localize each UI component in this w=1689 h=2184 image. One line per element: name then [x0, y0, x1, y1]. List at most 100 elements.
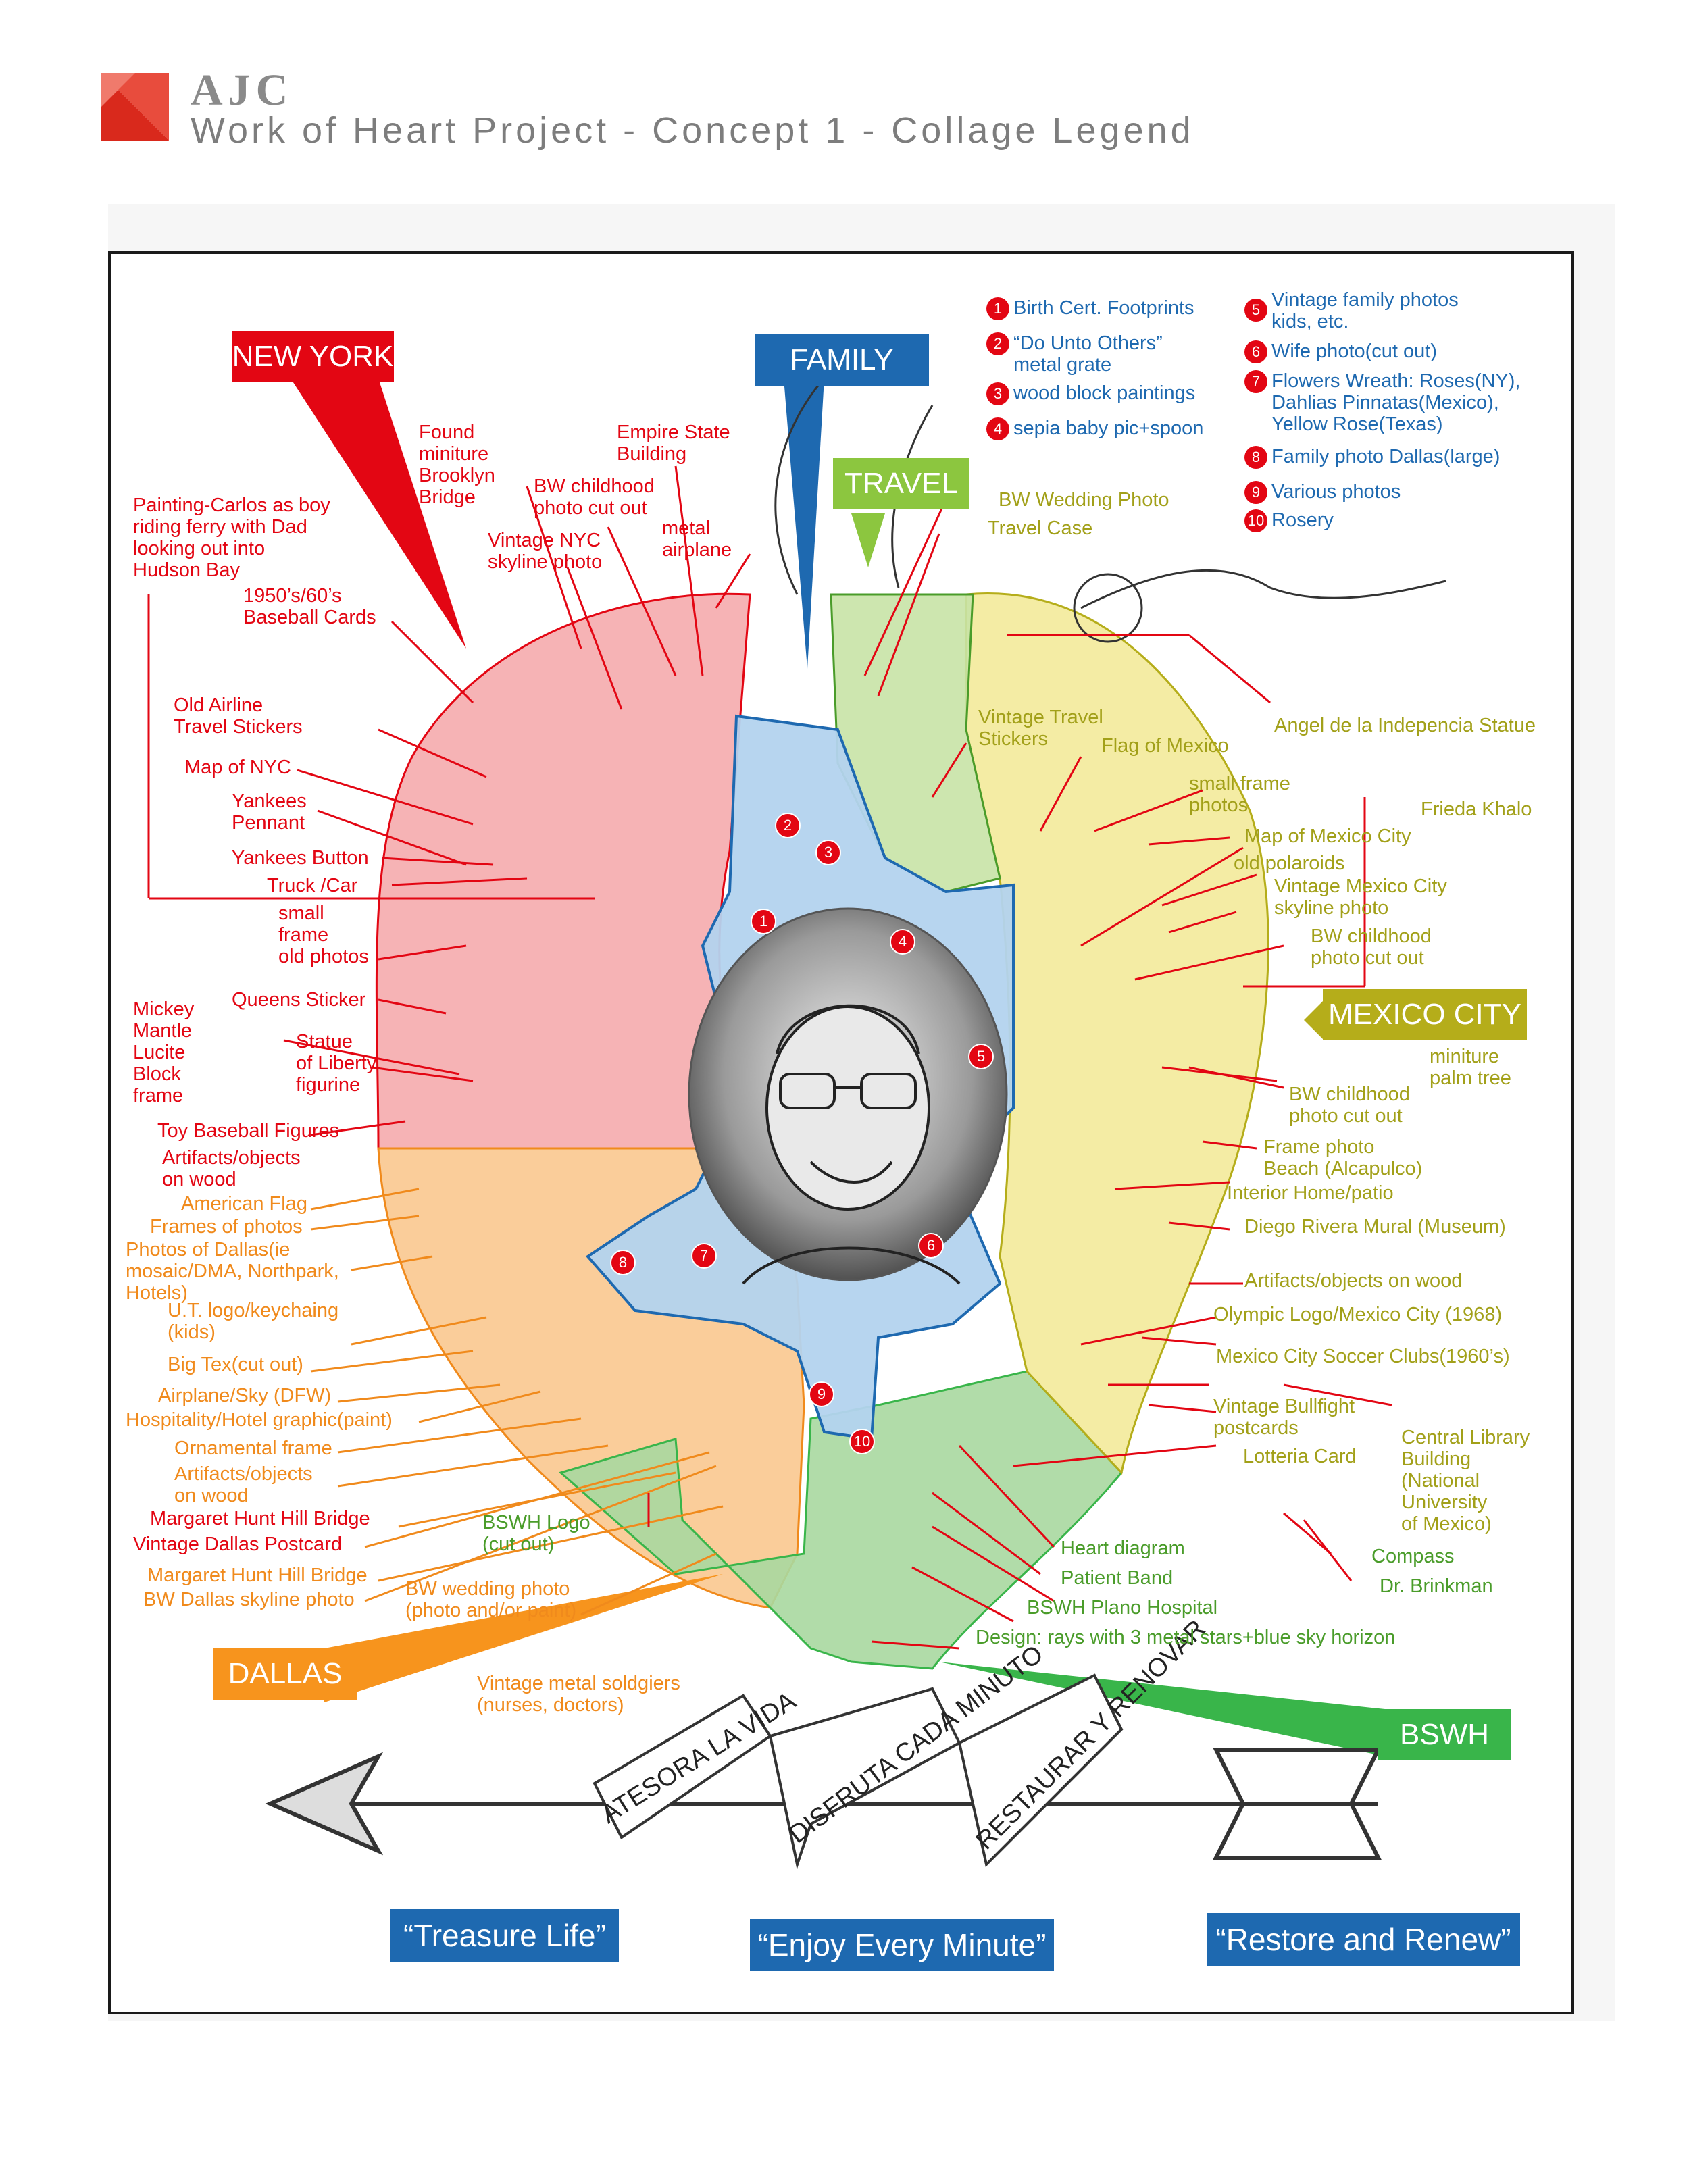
- label-margaret-hunt-1: Margaret Hunt Hill Bridge: [150, 1508, 370, 1529]
- label-truck-car: Truck /Car: [267, 875, 358, 896]
- label-painting-carlos: Painting-Carlos as boy riding ferry with…: [133, 494, 330, 581]
- region-mexico: [965, 592, 1269, 1475]
- motto-enjoy-every-minute: “Enjoy Every Minute”: [750, 1919, 1054, 1971]
- bswh-pointer: [939, 1662, 1385, 1756]
- ajc-logo-icon: [101, 73, 169, 141]
- banner-ribbon: [593, 1673, 1124, 1870]
- label-compass: Compass: [1371, 1546, 1455, 1567]
- label-vintage-mexico-skyline: Vintage Mexico City skyline photo: [1274, 875, 1447, 919]
- tag-family: FAMILY: [755, 334, 929, 386]
- label-frieda-khalo: Frieda Khalo: [1421, 798, 1532, 820]
- new-york-pointer: [291, 378, 466, 649]
- label-travel-case: Travel Case: [988, 517, 1093, 539]
- label-bswh-plano-hospital: BSWH Plano Hospital: [1027, 1597, 1218, 1619]
- tag-new-york: NEW YORK: [232, 331, 394, 382]
- label-bw-childhood-mexico-1: BW childhood photo cut out: [1311, 925, 1432, 969]
- label-bw-wedding-photo: BW Wedding Photo: [999, 489, 1169, 511]
- label-artifacts-dallas: Artifacts/objects on wood: [174, 1463, 313, 1506]
- page-title: Work of Heart Project - Concept 1 - Coll…: [191, 110, 1194, 151]
- label-bw-dallas-skyline: BW Dallas skyline photo: [143, 1589, 355, 1610]
- brand-name: AJC: [191, 66, 294, 115]
- label-frames-photos: Frames of photos: [150, 1216, 303, 1238]
- label-diego-rivera: Diego Rivera Mural (Museum): [1244, 1216, 1506, 1238]
- label-lotteria-card: Lotteria Card: [1243, 1446, 1357, 1467]
- label-toy-baseball: Toy Baseball Figures: [157, 1120, 340, 1142]
- label-angel-independencia: Angel de la Indepencia Statue: [1274, 715, 1536, 736]
- legend-item: 2“Do Unto Others” metal grate: [986, 332, 1163, 376]
- marker-6: 6: [918, 1233, 944, 1259]
- label-mickey-mantle: Mickey Mantle Lucite Block frame: [133, 998, 195, 1107]
- marker-3: 3: [815, 840, 841, 865]
- tag-travel: TRAVEL: [833, 458, 969, 509]
- marker-1: 1: [751, 909, 776, 934]
- dallas-pointer: [324, 1574, 723, 1702]
- label-bw-childhood-ny: BW childhood photo cut out: [534, 476, 655, 519]
- marker-10: 10: [849, 1429, 875, 1454]
- label-yankees-button: Yankees Button: [232, 847, 369, 869]
- label-patient-band: Patient Band: [1061, 1567, 1174, 1589]
- label-map-nyc: Map of NYC: [184, 757, 291, 778]
- label-brooklyn-bridge: Found miniture Brooklyn Bridge: [419, 422, 495, 508]
- label-flag-mexico: Flag of Mexico: [1101, 735, 1229, 757]
- label-central-library: Central Library Building (National Unive…: [1401, 1427, 1530, 1535]
- label-dr-brinkman: Dr. Brinkman: [1380, 1575, 1493, 1597]
- label-ut-logo: U.T. logo/keychaing (kids): [168, 1300, 339, 1343]
- label-design-rays: Design: rays with 3 metal stars+blue sky…: [976, 1627, 1396, 1648]
- motto-restore-renew: “Restore and Renew”: [1207, 1913, 1520, 1966]
- marker-5: 5: [968, 1044, 994, 1069]
- label-vintage-nyc-skyline: Vintage NYC skyline photo: [488, 530, 603, 573]
- label-bullfight-postcards: Vintage Bullfight postcards: [1213, 1396, 1355, 1439]
- label-airplane-dfw: Airplane/Sky (DFW): [158, 1385, 332, 1406]
- label-bw-wedding-dallas: BW wedding photo (photo and/or paint): [405, 1578, 577, 1621]
- label-american-flag: American Flag: [181, 1193, 307, 1215]
- label-metal-airplane: metal airplane: [662, 517, 732, 561]
- label-interior-home: Interior Home/patio: [1227, 1182, 1394, 1204]
- label-photos-dallas: Photos of Dallas(ie mosaic/DMA, Northpar…: [126, 1239, 339, 1304]
- label-hospitality-graphic: Hospitality/Hotel graphic(paint): [126, 1409, 393, 1431]
- family-pointer: [784, 378, 824, 669]
- label-airline-stickers: Old Airline Travel Stickers: [174, 694, 303, 738]
- label-small-frame-mexico: small frame photos: [1189, 773, 1290, 816]
- label-artifacts-mexico: Artifacts/objects on wood: [1244, 1270, 1463, 1292]
- label-empire-state: Empire State Building: [617, 422, 730, 465]
- label-heart-diagram: Heart diagram: [1061, 1538, 1185, 1559]
- label-ornamental-frame: Ornamental frame: [174, 1438, 332, 1459]
- tag-bswh: BSWH: [1378, 1709, 1511, 1760]
- marker-7: 7: [691, 1243, 717, 1269]
- label-vintage-dallas-postcard: Vintage Dallas Postcard: [133, 1533, 342, 1555]
- label-olympic-logo: Olympic Logo/Mexico City (1968): [1213, 1304, 1503, 1325]
- tag-mexico-city: MEXICO CITY: [1323, 989, 1527, 1040]
- marker-4: 4: [890, 929, 915, 955]
- label-soccer-clubs: Mexico City Soccer Clubs(1960’s): [1216, 1346, 1510, 1367]
- label-queens-sticker: Queens Sticker: [232, 989, 366, 1011]
- label-miniture-palm-tree: miniture palm tree: [1430, 1046, 1511, 1089]
- label-margaret-hunt-2: Margaret Hunt Hill Bridge: [147, 1565, 368, 1586]
- label-vintage-travel-stickers: Vintage Travel Stickers: [978, 707, 1103, 750]
- tag-dallas: DALLAS: [213, 1648, 357, 1700]
- marker-9: 9: [809, 1381, 834, 1407]
- label-small-frame-ny: small frame old photos: [278, 903, 369, 967]
- portrait-sketch: [742, 1004, 961, 1285]
- label-yankees-pennant: Yankees Pennant: [232, 790, 307, 834]
- motto-treasure-life: “Treasure Life”: [390, 1909, 619, 1962]
- label-big-tex: Big Tex(cut out): [168, 1354, 303, 1375]
- label-statue-liberty: Statue of Liberty figurine: [296, 1031, 377, 1096]
- label-map-mexico-city: Map of Mexico City: [1244, 826, 1411, 847]
- label-baseball-cards: 1950’s/60’s Baseball Cards: [243, 585, 376, 628]
- leader-lines: [147, 465, 1392, 1650]
- label-old-polaroids: old polaroids: [1234, 853, 1345, 874]
- label-metal-soldiers: Vintage metal soldgiers (nurses, doctors…: [477, 1673, 680, 1716]
- mexico-pointer: [1304, 1000, 1324, 1040]
- marker-8: 8: [610, 1250, 636, 1275]
- label-artifacts-ny: Artifacts/objects on wood: [162, 1147, 301, 1190]
- label-bswh-logo: BSWH Logo (cut out): [482, 1512, 590, 1555]
